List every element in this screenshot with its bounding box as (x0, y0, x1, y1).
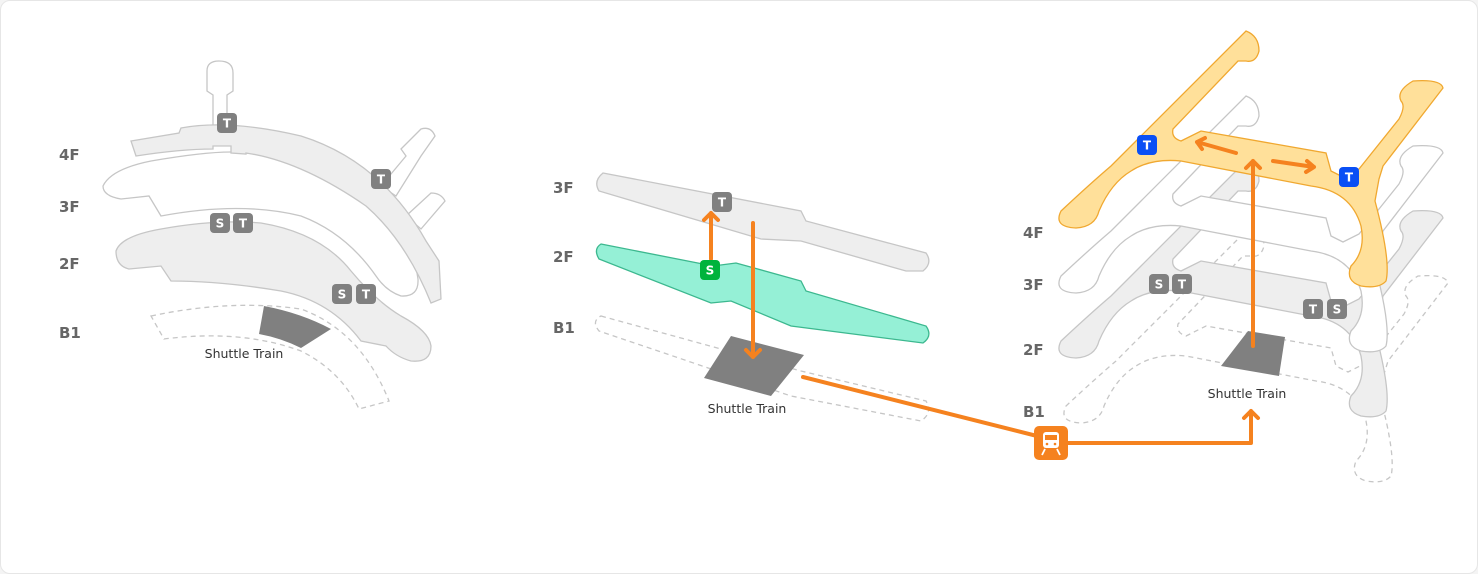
svg-text:T: T (1178, 278, 1187, 292)
east-pier (380, 127, 446, 230)
svg-text:T: T (377, 173, 386, 187)
svg-text:S: S (338, 288, 347, 302)
north-pier (206, 60, 234, 127)
svg-text:T: T (718, 196, 727, 210)
badge-transfer: T (356, 284, 376, 304)
badge-transfer: T (217, 113, 237, 133)
middle-concourse-diagram: 3F 2F B1 T S Shuttle Train (553, 172, 930, 422)
badge-shuttle: S (1149, 274, 1169, 294)
svg-text:T: T (1309, 303, 1318, 317)
svg-text:T: T (239, 217, 248, 231)
svg-text:S: S (1333, 303, 1342, 317)
route-down-arrow (744, 221, 762, 359)
floor-label-2f: 2F (1023, 341, 1044, 359)
route-right-arrow (1271, 159, 1316, 174)
badge-station: S (700, 260, 720, 280)
svg-text:S: S (1155, 278, 1164, 292)
svg-text:T: T (1345, 171, 1354, 185)
badge-shuttle: S (1327, 299, 1347, 319)
floor-label-b1: B1 (1023, 403, 1045, 421)
badge-shuttle: S (332, 284, 352, 304)
shuttle-train-label: Shuttle Train (708, 401, 787, 416)
badge-transfer: T (1172, 274, 1192, 294)
floor-label-2f: 2F (553, 248, 574, 266)
floor-label-4f: 4F (1023, 224, 1044, 242)
shuttle-route-line (801, 375, 1260, 445)
badge-transfer: T (1303, 299, 1323, 319)
svg-text:T: T (223, 117, 232, 131)
shuttle-train-label: Shuttle Train (1208, 386, 1287, 401)
shuttle-train-station (704, 336, 804, 396)
shuttle-train-station (259, 306, 331, 348)
2f-floor-highlighted (595, 243, 930, 344)
badge-gate: T (1339, 167, 1359, 187)
right-terminal-diagram: 4F 3F 2F B1 T T S T T S Shuttle Train (1023, 30, 1449, 483)
shuttle-train-station (1221, 331, 1285, 376)
badge-transfer: T (233, 213, 253, 233)
2f-floor (1058, 160, 1444, 418)
route-up-arrow (702, 211, 720, 261)
svg-text:T: T (362, 288, 371, 302)
train-icon (1034, 426, 1068, 460)
badge-transfer: T (712, 192, 732, 212)
4f-floor (130, 124, 442, 304)
badge-shuttle: S (210, 213, 230, 233)
floor-label-2f: 2F (59, 255, 80, 273)
route-up-arrow (1244, 159, 1262, 348)
floor-label-b1: B1 (59, 324, 81, 342)
floor-label-3f: 3F (59, 198, 80, 216)
svg-text:S: S (216, 217, 225, 231)
floor-label-b1: B1 (553, 319, 575, 337)
floor-label-4f: 4F (59, 146, 80, 164)
b1-floor-outline (594, 315, 930, 422)
floor-label-3f: 3F (1023, 276, 1044, 294)
route-left-arrow (1195, 136, 1238, 155)
svg-text:S: S (706, 264, 715, 278)
badge-gate: T (1137, 135, 1157, 155)
svg-text:T: T (1143, 139, 1152, 153)
badge-transfer: T (371, 169, 391, 189)
3f-floor (596, 172, 930, 272)
floor-label-3f: 3F (553, 179, 574, 197)
shuttle-train-label: Shuttle Train (205, 346, 284, 361)
b1-floor-outline (149, 304, 390, 410)
left-terminal-diagram: 4F 3F 2F B1 T T S T S T Shuttle Train (59, 60, 446, 410)
